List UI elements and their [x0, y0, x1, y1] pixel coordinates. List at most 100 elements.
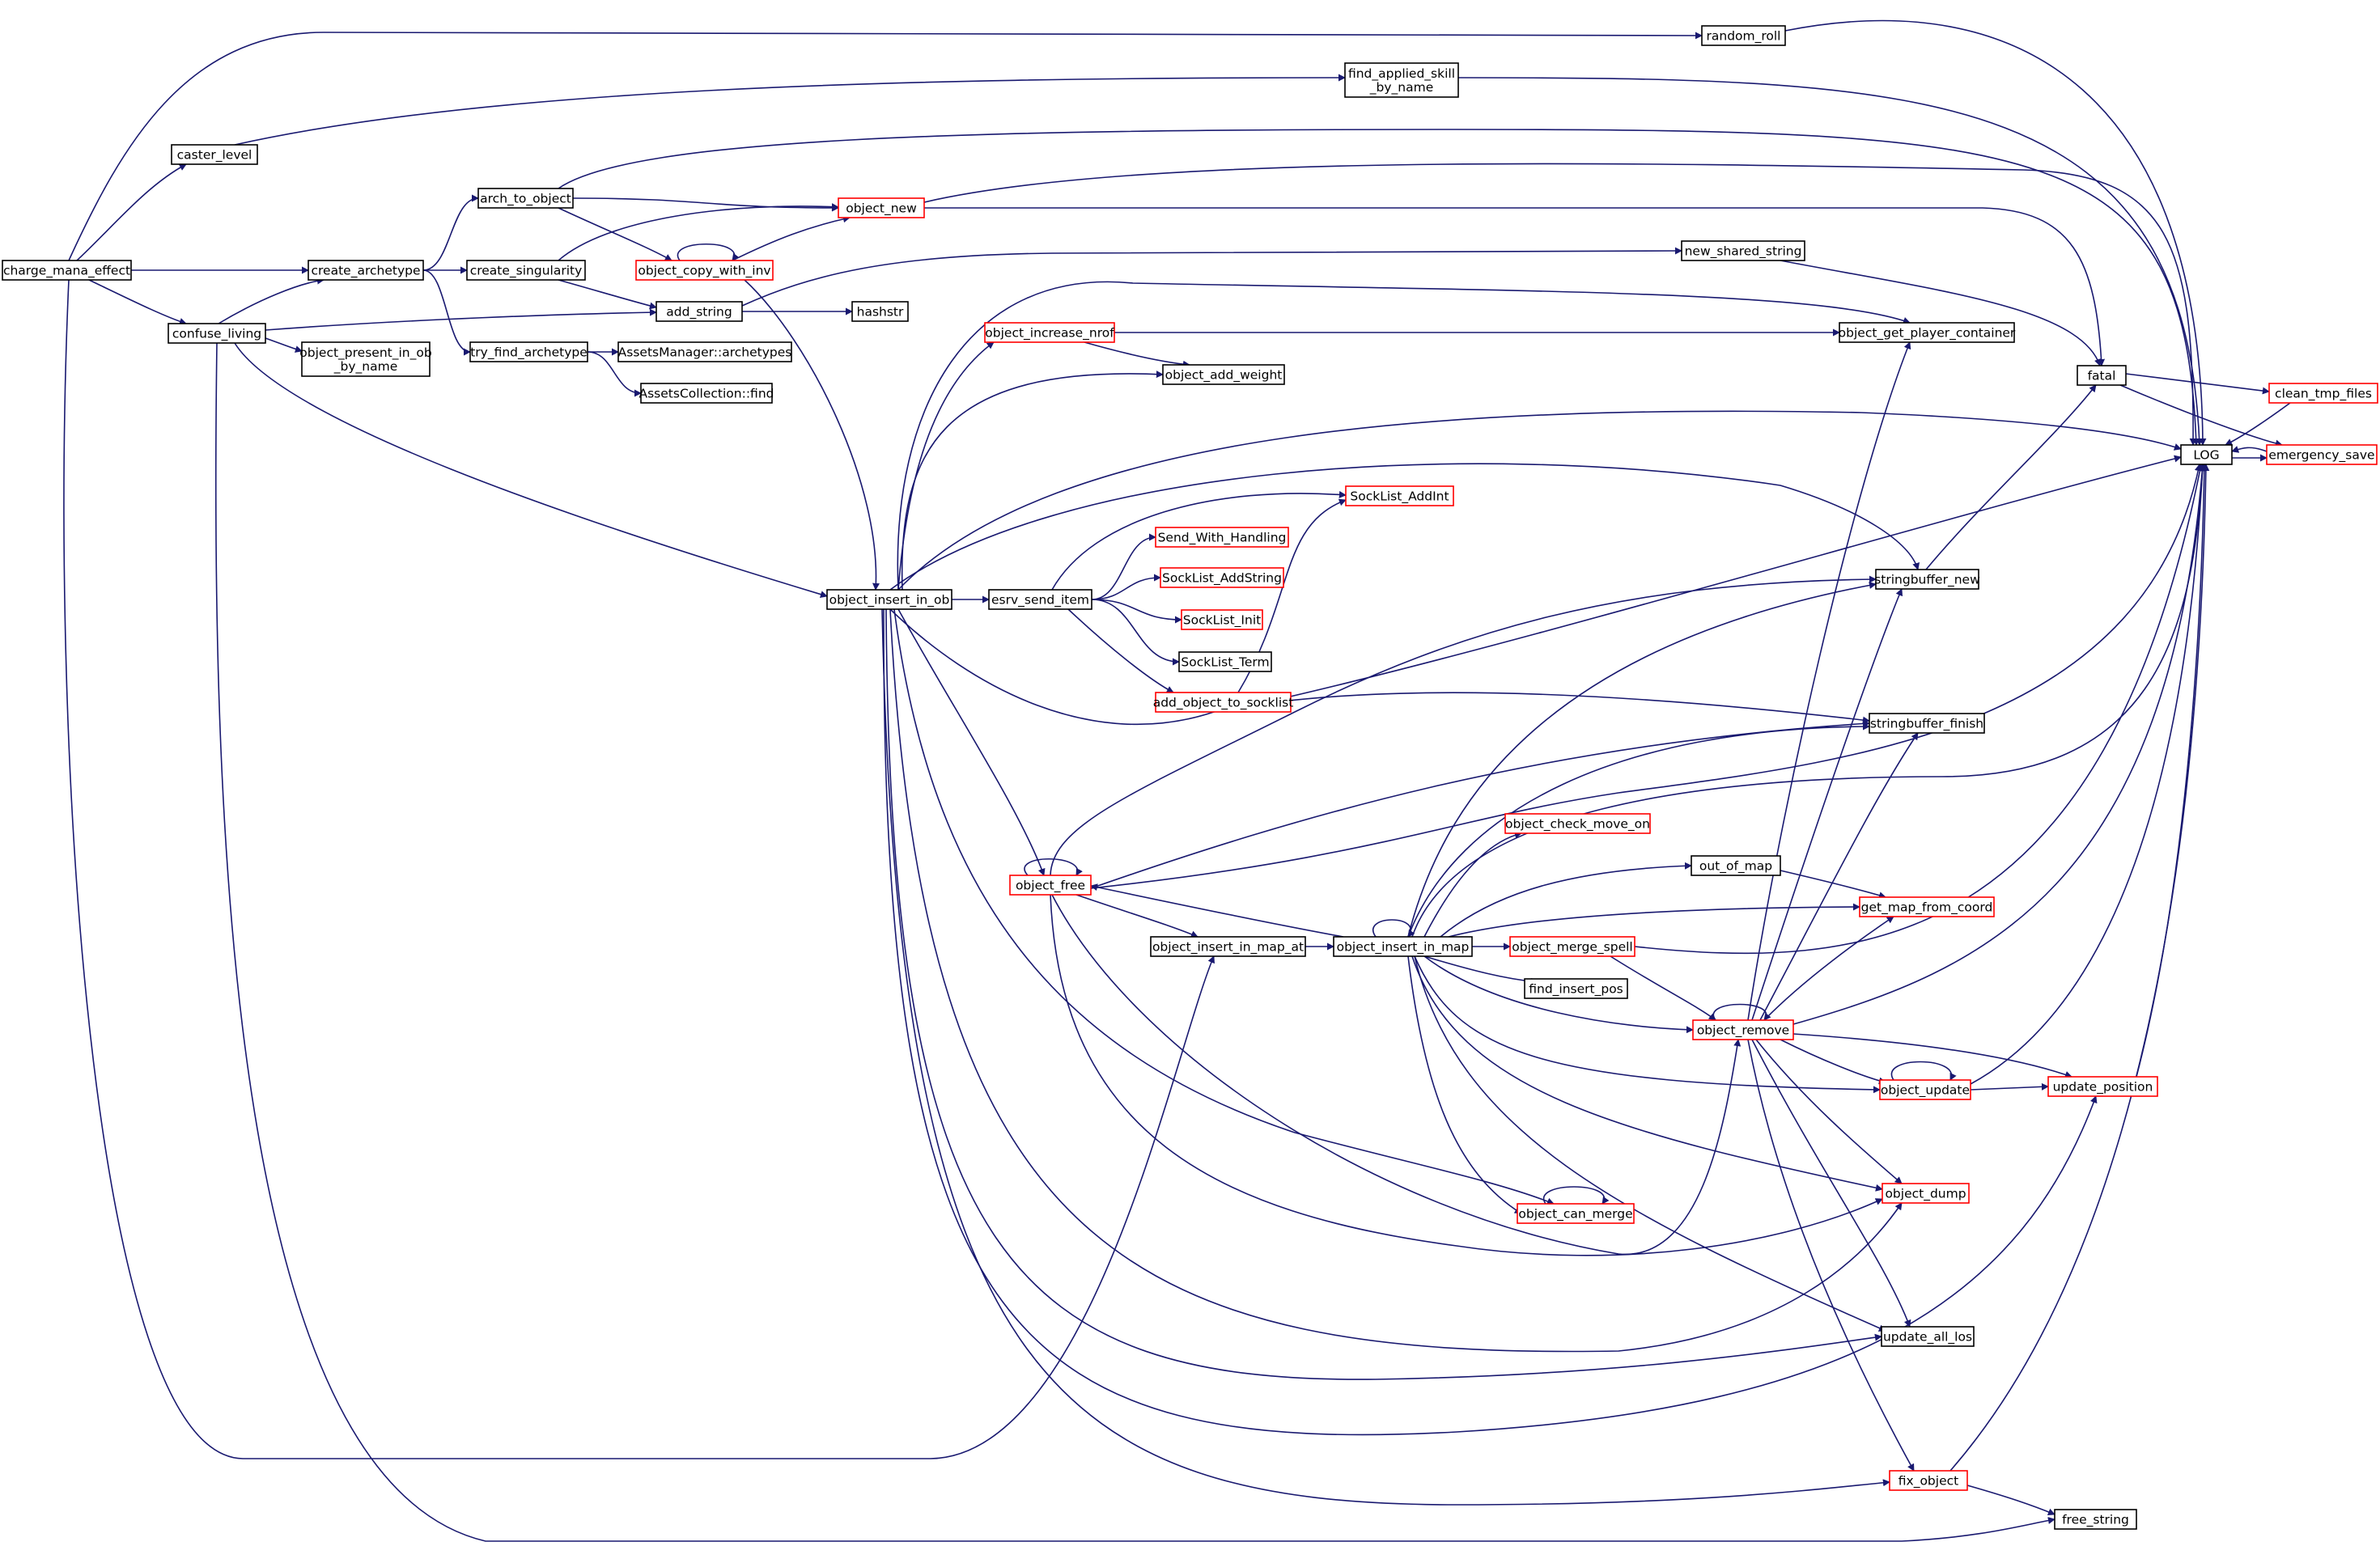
- node-stringbuffer-finish[interactable]: stringbuffer_finish: [1869, 713, 1985, 734]
- node-box: [469, 341, 588, 362]
- edge-object-insert-in-ob-to-object-get-player-container: [897, 281, 1911, 591]
- node-label: confuse_living: [172, 327, 261, 342]
- node-emergency-save[interactable]: emergency_save: [2266, 444, 2378, 465]
- node-object-remove[interactable]: object_remove: [1692, 1019, 1794, 1040]
- node-add-string[interactable]: add_string: [655, 301, 743, 322]
- node-object-update[interactable]: object_update: [1879, 1079, 1971, 1100]
- node-object-present-in-ob-by-name[interactable]: object_present_in_ob_by_name: [299, 341, 432, 377]
- node-label: find_insert_pos: [1529, 982, 1623, 997]
- edge-esrv-send-item-to-SockList-Term: [1091, 599, 1180, 666]
- node-find-applied-skill-by-name[interactable]: find_applied_skill_by_name: [1344, 62, 1459, 98]
- edge-new-shared-string-to-fatal: [1780, 260, 2102, 366]
- node-box: [1881, 1326, 1975, 1347]
- node-label: esrv_send_item: [991, 593, 1089, 608]
- node-box: [1162, 364, 1285, 385]
- node-confuse-living[interactable]: confuse_living: [168, 323, 266, 344]
- node-Send-With-Handling[interactable]: Send_With_Handling: [1155, 527, 1289, 548]
- edge-confuse-living-to-object-present-in-ob-by-name: [265, 337, 303, 353]
- node-SockList-Init[interactable]: SockList_Init: [1181, 609, 1263, 630]
- node-hashstr[interactable]: hashstr: [851, 301, 909, 322]
- node-caster-level[interactable]: caster_level: [171, 144, 258, 165]
- node-object-add-weight[interactable]: object_add_weight: [1162, 364, 1285, 385]
- node-label: object_insert_in_map_at: [1152, 940, 1304, 955]
- node-random-roll[interactable]: random_roll: [1701, 25, 1786, 46]
- node-free-string[interactable]: free_string: [2054, 1509, 2137, 1530]
- node-label: object_present_in_ob: [299, 345, 431, 361]
- node-get-map-from-coord[interactable]: get_map_from_coord: [1859, 896, 1995, 917]
- edge-object-insert-in-ob-to-object-add-weight: [901, 371, 1164, 591]
- node-AssetsCollection-find[interactable]: AssetsCollection::find: [639, 383, 774, 404]
- node-fix-object[interactable]: fix_object: [1889, 1470, 1968, 1491]
- node-create-archetype[interactable]: create_archetype: [308, 260, 424, 281]
- node-SockList-Term[interactable]: SockList_Term: [1178, 651, 1272, 672]
- edge-object-merge-spell-to-LOG: [1634, 464, 2204, 955]
- node-object-insert-in-map[interactable]: object_insert_in_map: [1333, 936, 1473, 957]
- node-update-position[interactable]: update_position: [2047, 1076, 2158, 1097]
- node-box: [1879, 1079, 1971, 1100]
- node-label: caster_level: [177, 148, 252, 163]
- node-label: add_object_to_socklist: [1153, 696, 1294, 711]
- node-update-all-los[interactable]: update_all_los: [1881, 1326, 1975, 1347]
- edge-object-remove-to-stringbuffer-new: [1751, 588, 1903, 1021]
- node-box: [617, 341, 792, 362]
- node-label: SockList_Init: [1183, 613, 1261, 629]
- node-label: arch_to_object: [480, 192, 571, 207]
- edge-object-insert-in-map-to-LOG: [1411, 464, 2207, 938]
- node-fatal[interactable]: fatal: [2077, 365, 2127, 386]
- node-box: [1009, 875, 1092, 896]
- node-box: [1692, 1019, 1794, 1040]
- edge-object-copy-with-inv-to-object-new: [732, 215, 851, 261]
- node-object-insert-in-map-at[interactable]: object_insert_in_map_at: [1150, 936, 1306, 957]
- node-add-object-to-socklist[interactable]: add_object_to_socklist: [1153, 692, 1294, 713]
- node-object-check-move-on[interactable]: object_check_move_on: [1504, 813, 1651, 834]
- node-box: [308, 260, 424, 281]
- node-box: [1681, 240, 1805, 261]
- edge-esrv-send-item-to-Send-With-Handling: [1091, 533, 1156, 600]
- edge-object-insert-in-map-to-object-dump: [1411, 955, 1883, 1192]
- node-object-dump[interactable]: object_dump: [1882, 1183, 1970, 1204]
- node-charge-mana-effect[interactable]: charge_mana_effect: [2, 260, 132, 281]
- node-out-of-map[interactable]: out_of_map: [1691, 855, 1781, 876]
- node-AssetsManager-archetypes[interactable]: AssetsManager::archetypes: [617, 341, 792, 362]
- node-label: object_update: [1881, 1083, 1970, 1099]
- edge-object-free-to-object-free: [1024, 858, 1083, 876]
- node-object-get-player-container[interactable]: object_get_player_container: [1839, 322, 2016, 343]
- node-clean-tmp-files[interactable]: clean_tmp_files: [2268, 383, 2378, 404]
- node-object-increase-nrof[interactable]: object_increase_nrof: [984, 322, 1115, 343]
- node-object-copy-with-inv[interactable]: object_copy_with_inv: [635, 260, 774, 281]
- edge-object-insert-in-map-to-stringbuffer-finish: [1407, 722, 1870, 938]
- node-stringbuffer-new[interactable]: stringbuffer_new: [1874, 569, 1980, 590]
- node-SockList-AddString[interactable]: SockList_AddString: [1160, 567, 1284, 588]
- node-object-merge-spell[interactable]: object_merge_spell: [1509, 936, 1635, 957]
- node-try-find-archetype[interactable]: try_find_archetype: [469, 341, 588, 362]
- node-label: object_add_weight: [1165, 368, 1283, 383]
- edge-fatal-to-clean-tmp-files: [2125, 373, 2270, 395]
- node-find-insert-pos[interactable]: find_insert_pos: [1524, 978, 1628, 999]
- edge-object-insert-in-ob-to-object-free: [897, 608, 1046, 876]
- edge-update-position-to-LOG: [2136, 464, 2208, 1078]
- node-label: free_string: [2062, 1513, 2129, 1528]
- node-SockList-AddInt[interactable]: SockList_AddInt: [1345, 485, 1454, 506]
- node-new-shared-string[interactable]: new_shared_string: [1681, 240, 1805, 261]
- node-box: [2077, 365, 2127, 386]
- edge-object-update-to-LOG: [1970, 464, 2207, 1085]
- node-object-insert-in-ob[interactable]: object_insert_in_ob: [826, 589, 952, 610]
- edge-object-insert-in-ob-to-fix-object: [881, 608, 1890, 1506]
- edge-object-remove-to-stringbuffer-finish: [1759, 732, 1919, 1021]
- node-esrv-send-item[interactable]: esrv_send_item: [988, 589, 1092, 610]
- node-label: object_insert_in_ob: [829, 593, 950, 608]
- node-label: object_new: [846, 201, 917, 217]
- node-label: create_archetype: [312, 264, 421, 279]
- edge-object-free-to-stringbuffer-new: [1050, 575, 1877, 876]
- node-create-singularity[interactable]: create_singularity: [466, 260, 586, 281]
- edge-try-find-archetype-to-AssetsCollection-find: [587, 351, 642, 397]
- node-object-new[interactable]: object_new: [838, 197, 925, 218]
- node-object-can-merge[interactable]: object_can_merge: [1517, 1203, 1635, 1224]
- edge-object-insert-in-ob-to-stringbuffer-new: [889, 463, 1920, 591]
- node-box: [2268, 383, 2378, 404]
- edge-confuse-living-to-create-archetype: [218, 277, 325, 324]
- node-LOG[interactable]: LOG: [2180, 444, 2233, 465]
- edge-object-copy-with-inv-to-object-insert-in-ob: [744, 279, 880, 591]
- node-object-free[interactable]: object_free: [1009, 875, 1092, 896]
- node-arch-to-object[interactable]: arch_to_object: [477, 188, 574, 209]
